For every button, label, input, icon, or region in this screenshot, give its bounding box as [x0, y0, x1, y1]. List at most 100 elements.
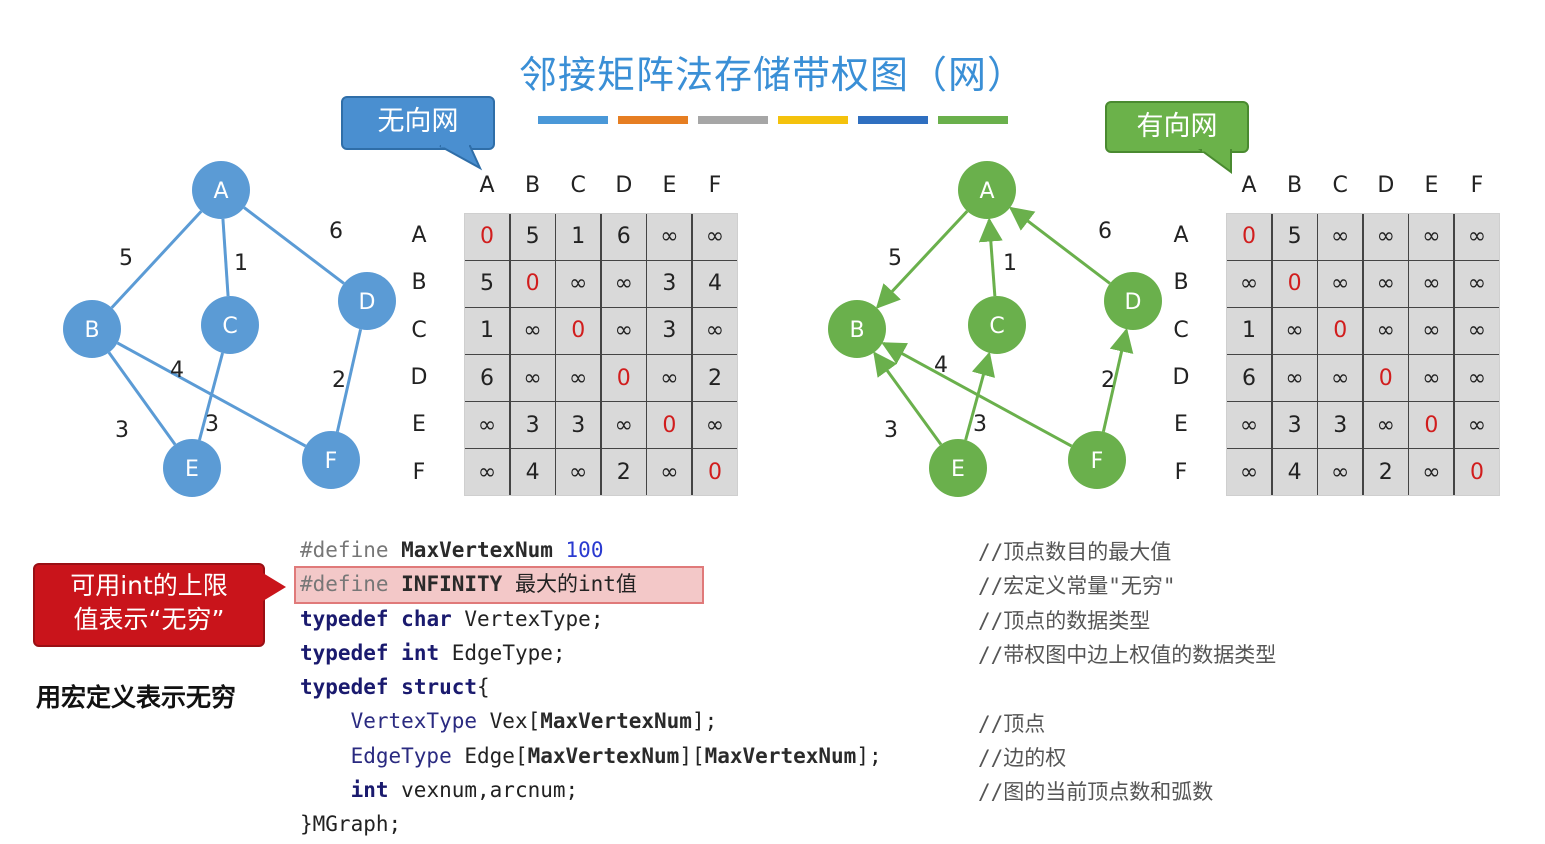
matrix-cell: ∞ [1227, 261, 1271, 307]
node-label: E [185, 457, 199, 482]
edge-weight-label: 1 [1003, 251, 1017, 276]
matrix-row-header: E [1174, 412, 1188, 438]
node-label: F [325, 449, 338, 474]
matrix-row-header: E [412, 412, 426, 438]
matrix-cell: ∞ [1272, 355, 1317, 401]
matrix-column-header: D [615, 173, 633, 198]
code-token: }MGraph; [300, 812, 402, 837]
matrix-cell: ∞ [647, 214, 692, 260]
code-line: int vexnum,arcnum; [300, 773, 882, 807]
matrix-cell: 1 [1227, 308, 1271, 354]
matrix-cell: ∞ [510, 308, 555, 354]
infinity-callout: 可用int的上限 值表示“无穷” [33, 563, 265, 647]
matrix-cell: 3 [510, 402, 555, 448]
matrix-row-header: B [1173, 270, 1189, 296]
code-token: #define [300, 538, 402, 562]
code-token: int [350, 778, 389, 803]
side-label: 用宏定义表示无穷 [36, 683, 237, 712]
matrix-cell: ∞ [1227, 402, 1271, 448]
matrix-cell: 6 [465, 355, 509, 401]
matrix-cell: ∞ [1272, 308, 1317, 354]
matrix-cell: ∞ [647, 449, 692, 495]
edge-A-B [110, 210, 203, 309]
code-block: #define MaxVertexNum 100#define INFINITY… [300, 533, 882, 842]
matrix-row-header: B [411, 270, 427, 296]
matrix-cell: ∞ [556, 261, 601, 307]
node-label: C [222, 314, 237, 339]
matrix-column-header: D [1377, 173, 1395, 198]
node-F [1068, 431, 1126, 489]
matrix-cell: 4 [1272, 449, 1317, 495]
code-comment: //带权图中边上权值的数据类型 [978, 642, 1277, 667]
matrix-cell: ∞ [1318, 261, 1363, 307]
matrix-cell: 0 [1272, 261, 1317, 307]
code-token [300, 778, 351, 802]
matrix-cell: ∞ [465, 449, 509, 495]
undirected-callout: 无向网 [341, 96, 495, 150]
matrix-column-header: E [662, 173, 677, 198]
code-token: { [477, 675, 490, 700]
matrix-cell: 3 [647, 308, 692, 354]
edge-C-A [978, 217, 1003, 297]
matrix-cell: ∞ [692, 214, 737, 260]
matrix-cell: 0 [465, 214, 509, 260]
page-title: 邻接矩阵法存储带权图（网） [518, 53, 1026, 97]
matrix-cell: ∞ [647, 355, 692, 401]
matrix-cell: 0 [1454, 449, 1499, 495]
code-token: ]; [691, 709, 718, 734]
matrix-cell: 4 [510, 449, 555, 495]
matrix-cell: 4 [692, 261, 737, 307]
code-line: }MGraph; [300, 807, 882, 841]
color-bar-segment [538, 116, 608, 124]
code-token [553, 538, 566, 562]
node-E [163, 439, 221, 497]
infinity-highlight [294, 566, 704, 604]
code-comment: //边的权 [978, 745, 1067, 770]
edge-weight-label: 3 [884, 418, 898, 443]
edge-weight-label: 4 [170, 358, 184, 383]
code-token: ][ [679, 743, 705, 768]
edge-E-C [964, 351, 996, 441]
code-token: struct [401, 675, 478, 700]
matrix-cell: 6 [601, 214, 646, 260]
color-bar-segment [618, 116, 688, 124]
node-E [929, 439, 987, 497]
matrix-column-header: C [1332, 173, 1348, 198]
matrix-column-header: C [570, 173, 586, 198]
matrix-cell: 3 [556, 402, 601, 448]
node-label: E [951, 457, 965, 482]
matrix-cell: ∞ [1409, 214, 1454, 260]
code-comment: //顶点数目的最大值 [978, 540, 1172, 564]
matrix-cell: ∞ [1363, 261, 1408, 307]
code-token [389, 641, 402, 665]
matrix-row-header: D [410, 364, 428, 390]
node-label: F [1091, 449, 1104, 474]
edge-C-E [197, 352, 225, 441]
code-line: typedef struct{ [300, 670, 882, 704]
code-token: typedef [300, 675, 389, 700]
edge-weight-label: 4 [934, 353, 948, 378]
matrix-row-header: C [411, 317, 427, 343]
matrix-column-header: A [1241, 173, 1257, 198]
matrix-cell: 2 [601, 449, 646, 495]
matrix-cell: ∞ [1318, 449, 1363, 495]
matrix-column-header: B [1287, 173, 1303, 198]
color-bar-segment [778, 116, 848, 124]
edge-A-B [875, 210, 969, 309]
matrix-cell: ∞ [1454, 261, 1499, 307]
node-C [968, 296, 1026, 354]
edge-weight-label: 5 [119, 246, 133, 271]
code-token: vexnum,arcnum; [388, 778, 579, 803]
node-D [1104, 272, 1162, 330]
code-line: EdgeType Edge[MaxVertexNum][MaxVertexNum… [300, 739, 882, 773]
color-bar-segment [938, 116, 1008, 124]
edge-weight-label: 6 [1098, 219, 1112, 244]
node-label: A [979, 179, 994, 204]
node-C [201, 296, 259, 354]
code-token: MaxVertexNum [540, 709, 692, 734]
matrix-cell: ∞ [1409, 449, 1454, 495]
code-comment: //图的当前顶点数和弧数 [978, 780, 1214, 805]
